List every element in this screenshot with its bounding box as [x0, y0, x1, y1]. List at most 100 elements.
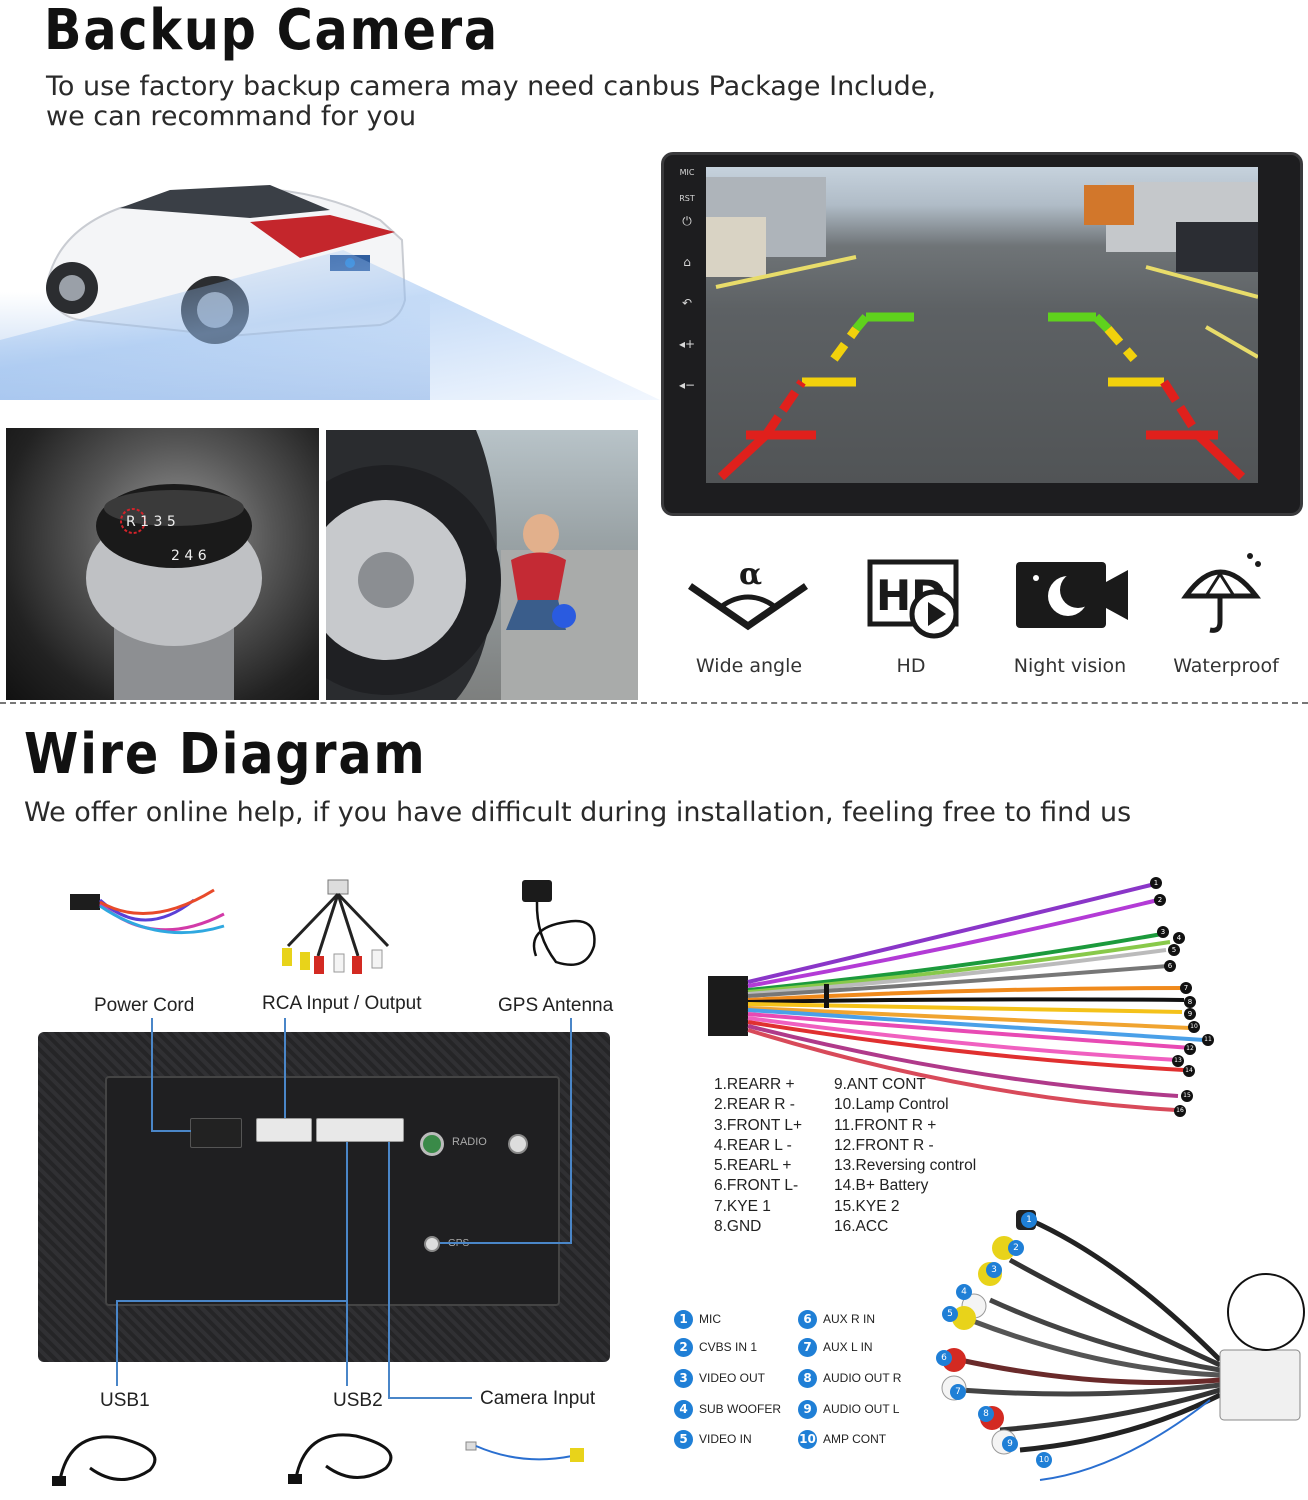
power-connector-port [190, 1118, 242, 1148]
rca-legend-label: AMP CONT [823, 1432, 887, 1446]
rca-number-badge: 8 [798, 1368, 817, 1388]
radio-antenna-port [420, 1132, 444, 1156]
feature-label-night-vision: Night vision [1013, 655, 1127, 677]
harness-pin-number: 15 [1181, 1090, 1193, 1102]
harness-pin-number: 1 [1150, 877, 1162, 889]
volume-up-icon[interactable]: ◂+ [678, 337, 696, 351]
harness-pin-number: 13 [1172, 1055, 1184, 1067]
rca-legend-label: AUX R IN [823, 1312, 876, 1326]
rca-cable-number: 6 [936, 1350, 952, 1366]
home-icon[interactable]: ⌂ [683, 255, 691, 269]
wire-diagram-title: Wire Diagram [24, 722, 427, 787]
camera-cable-image [462, 1436, 592, 1476]
radio-port-label: RADIO [452, 1136, 487, 1148]
pin-item: 6.FRONT L- [714, 1177, 799, 1195]
rca-cable-number: 10 [1036, 1452, 1052, 1468]
pin-item: 3.FRONT L+ [714, 1116, 803, 1134]
harness-pin-number: 3 [1157, 926, 1169, 938]
camera-leader [388, 1142, 390, 1398]
pin-item: 4.REAR L - [714, 1136, 792, 1154]
wiring-harness-image [700, 872, 1220, 1122]
rca-legend-label: SUB WOOFER [699, 1402, 782, 1416]
gear-top-row: R 1 3 5 [126, 514, 176, 530]
rca-legend-label: AUDIO OUT L [823, 1402, 900, 1416]
rca-legend-item: 6 AUX R IN [798, 1306, 901, 1332]
pin-item: 14.B+ Battery [834, 1177, 929, 1195]
wide-angle-icon: α [686, 557, 812, 638]
rca-legend-label: AUDIO OUT R [823, 1371, 902, 1385]
rst-button[interactable]: RST [679, 194, 695, 203]
harness-pin-number: 4 [1173, 932, 1185, 944]
backup-camera-subtitle-line2: we can recommand for you [46, 101, 417, 132]
waterproof-icon [1180, 552, 1270, 636]
pin-item: 16.ACC [834, 1218, 889, 1236]
harness-pin-number: 2 [1154, 894, 1166, 906]
gps-leader-h [440, 1242, 572, 1244]
rca-cable-diagram [920, 1200, 1306, 1496]
power-cord-label: Power Cord [94, 995, 195, 1016]
pin-item: 15.KYE 2 [834, 1197, 900, 1215]
harness-pin-number: 5 [1168, 944, 1180, 956]
rca-connector-port [256, 1118, 312, 1142]
left-guide-line [717, 312, 914, 481]
rca-cable-number: 8 [978, 1406, 994, 1422]
gps-port [508, 1134, 528, 1154]
harness-pin-number: 11 [1202, 1034, 1214, 1046]
pin-item: 8.GND [714, 1218, 762, 1236]
harness-pin-number: 9 [1184, 1008, 1196, 1020]
mic-label: MIC [679, 168, 695, 177]
back-panel-connectors [105, 1076, 560, 1306]
pin-item: 11.FRONT R + [834, 1116, 937, 1134]
usb2-cable-image [286, 1418, 406, 1490]
usb1-cable-image [50, 1420, 170, 1492]
rca-legend-label: VIDEO OUT [699, 1371, 766, 1385]
rca-number-badge: 4 [674, 1399, 693, 1419]
backup-camera-title: Backup Camera [44, 0, 499, 63]
rca-number-badge: 2 [674, 1337, 693, 1357]
rca-number-badge: 1 [674, 1309, 693, 1329]
feature-label-hd: HD [896, 655, 926, 677]
rca-cable-image [268, 876, 408, 976]
rca-cable-number: 3 [986, 1262, 1002, 1278]
camera-input-label: Camera Input [480, 1388, 596, 1409]
volume-down-icon[interactable]: ◂− [678, 378, 696, 392]
section-divider [0, 702, 1308, 704]
feature-label-waterproof: Waterproof [1173, 655, 1279, 677]
harness-pin-number: 10 [1188, 1021, 1200, 1033]
rca-legend-label: AUX L IN [823, 1340, 873, 1354]
rca-legend-item: 8 AUDIO OUT R [798, 1362, 901, 1394]
power-cord-leader [151, 1018, 153, 1132]
harness-pin-number: 7 [1180, 982, 1192, 994]
right-guide-line [1048, 312, 1246, 481]
gps-antenna-port [424, 1236, 440, 1252]
pin-item: 13.Reversing control [834, 1157, 977, 1175]
gps-antenna-image [506, 876, 606, 974]
rca-legend-label: CVBS IN 1 [699, 1340, 758, 1354]
rca-number-badge: 5 [674, 1429, 693, 1449]
gps-antenna-label: GPS Antenna [498, 995, 614, 1016]
rca-cable-number: 5 [942, 1306, 958, 1322]
hd-icon: HD [866, 558, 960, 640]
child-behind-car-photo [326, 430, 638, 700]
harness-pin-number: 12 [1184, 1043, 1196, 1055]
rca-cable-number: 9 [1002, 1436, 1018, 1452]
rca-cable-number: 2 [1008, 1240, 1024, 1256]
pin-list-right: 9.ANT CONT 10.Lamp Control 11.FRONT R + … [834, 1075, 976, 1237]
back-icon[interactable]: ↶ [681, 296, 693, 310]
gear-knob-photo: R 1 3 5 2 4 6 [6, 428, 319, 700]
rca-number-badge: 6 [798, 1309, 817, 1329]
usb-camera-connector-port [316, 1118, 404, 1142]
pin-item: 1.REARR + [714, 1076, 795, 1093]
usb2-label: USB2 [333, 1390, 383, 1411]
night-vision-icon [1014, 560, 1130, 630]
pin-list-left: 1.REARR + 2.REAR R - 3.FRONT L+ 4.REAR L… [714, 1075, 802, 1237]
usb2-leader [346, 1142, 348, 1386]
power-icon[interactable]: ⏻ [682, 214, 692, 228]
rca-legend-item: 2 CVBS IN 1 [674, 1332, 781, 1362]
